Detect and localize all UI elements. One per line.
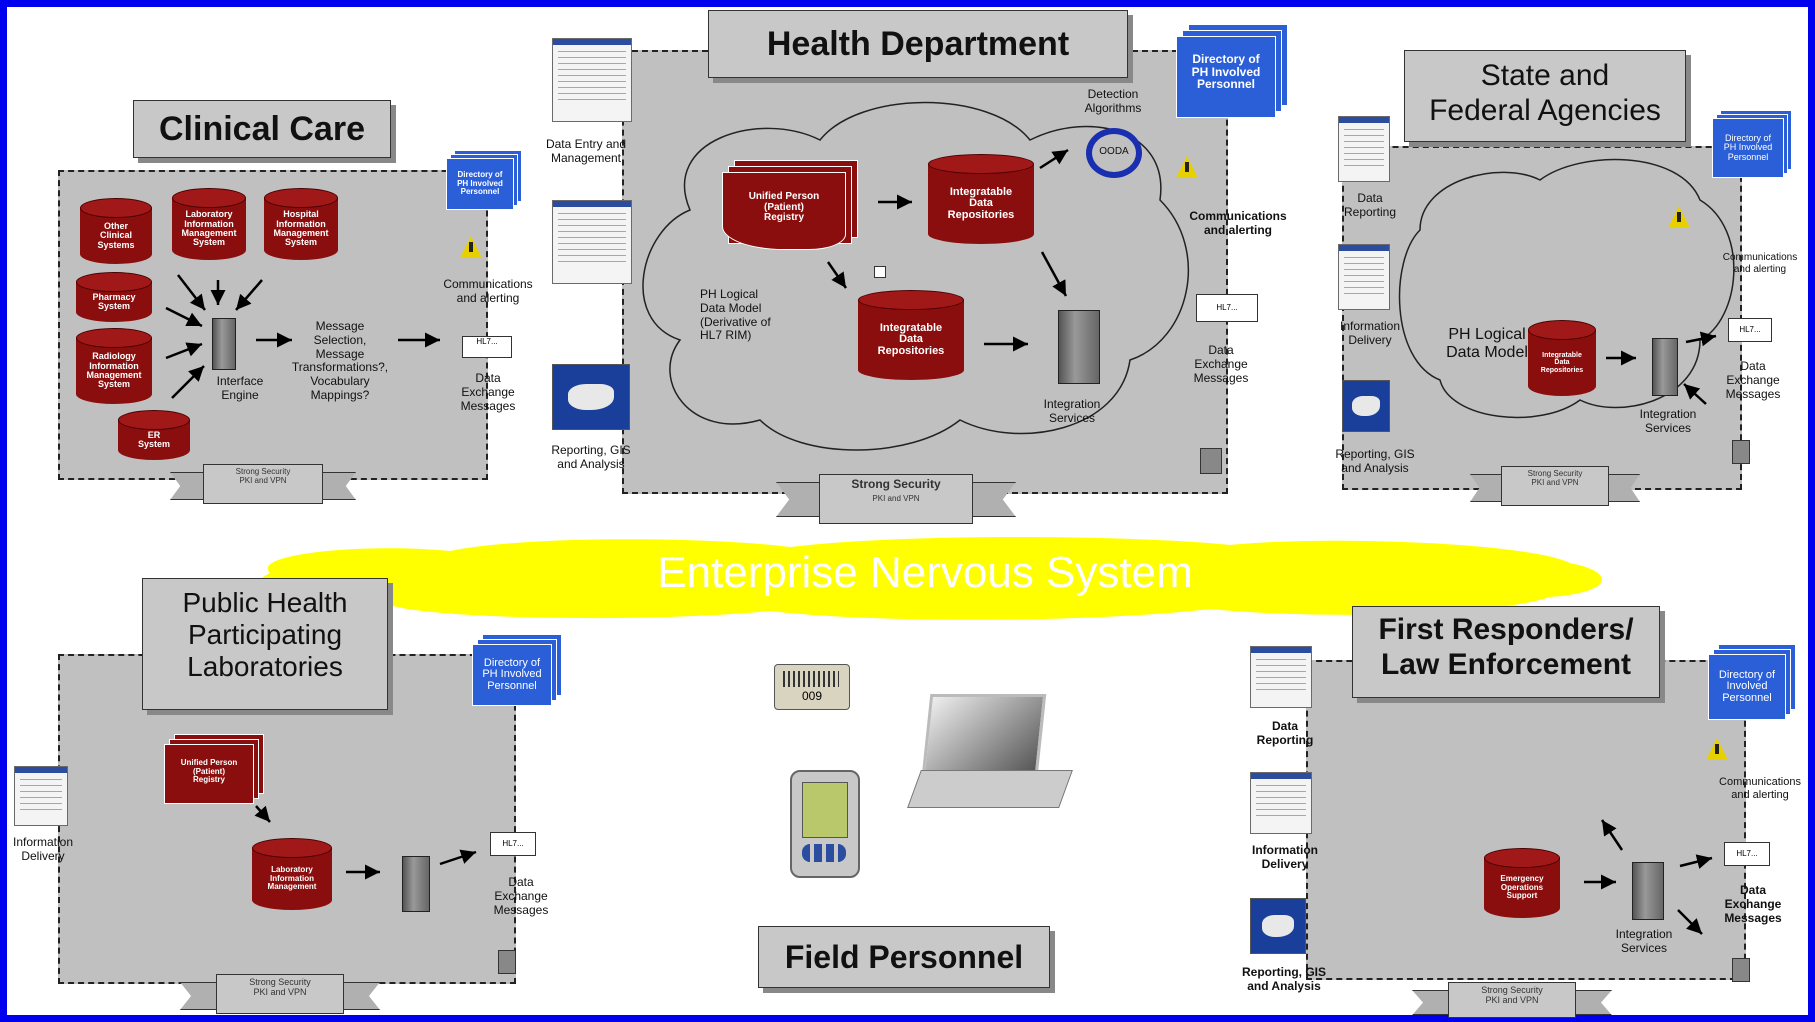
pager-display: 009 [801,689,823,703]
health-alert-icon [1176,156,1198,178]
public-info-delivery-label: Information Delivery [12,835,74,863]
field-personnel-title: Field Personnel [758,926,1050,988]
clinical-dem-label: Data Exchange Messages [460,371,516,413]
first-comms-label: Communications and alerting [1719,776,1801,801]
public-hl7-message: HL7... [490,832,536,856]
first-reporting-label: Reporting, GIS and Analysis [1242,965,1326,993]
health-department-title: Health Department [708,10,1128,78]
health-dem-label: Data Exchange Messages [1193,343,1249,385]
clinical-directory: Directory of PH Involved Personnel [446,150,526,212]
public-unified-person-registry: Unified Person (Patient) Registry [164,734,266,806]
health-comms-label: Communications and alerting [1189,209,1287,237]
health-department-panel [622,50,1228,494]
enterprise-nervous-system-cloud [257,537,1603,620]
state-directory: Directory of PH Involved Personnel [1712,110,1794,182]
public-health-title: Public Health Participating Laboratories [142,578,388,710]
database-pharmacy: Pharmacy System [76,272,152,322]
first-reporting-map [1250,898,1306,954]
health-idr-top: Integratable Data Repositories [928,154,1034,244]
public-integration-server [402,856,430,912]
ooda-cycle-icon [1086,128,1142,178]
first-directory: Directory of Involved Personnel [1708,644,1798,722]
health-idr-bottom: Integratable Data Repositories [858,290,964,380]
health-reporting-label: Reporting, GIS and Analysis [551,443,631,471]
first-emergency-ops: Emergency Operations Support [1484,848,1560,918]
data-entry-screenshot-2 [552,200,632,284]
state-info-delivery-screenshot [1338,244,1390,310]
public-speaker-icon [498,950,516,974]
health-hl7-message: HL7... [1196,294,1258,322]
health-integration-label: Integration Services [1043,397,1101,425]
public-lims: Laboratory Information Management [252,838,332,910]
public-directory: Directory of PH Involved Personnel [472,634,564,708]
detection-algorithms-label: Detection Algorithms [1084,87,1142,115]
state-idr: Integratable Data Repositories [1528,320,1596,396]
state-security-ribbon: Strong Security PKI and VPN [1470,466,1640,506]
state-alert-icon [1668,206,1690,228]
clinical-hl7-message: HL7... [462,336,512,358]
small-check-icon [874,266,886,278]
first-data-reporting-label: Data Reporting [1256,719,1314,747]
first-integration-label: Integration Services [1615,927,1673,955]
health-integration-server [1058,310,1100,384]
first-info-delivery-screenshot [1250,772,1312,834]
public-security-ribbon: Strong Security PKI and VPN [180,974,380,1014]
first-integration-server [1632,862,1664,920]
first-security-ribbon: Strong Security PKI and VPN [1412,982,1612,1018]
clinical-security-ribbon: Strong Security PKI and VPN [170,464,356,504]
health-directory: Directory of PH Involved Personnel [1176,24,1292,120]
database-radiology: Radiology Information Management System [76,328,152,404]
health-security-title: Strong Security [851,477,941,491]
database-other-clinical: Other Clinical Systems [80,198,152,264]
state-dem-label: Data Exchange Messages [1725,359,1781,401]
pda-device [790,770,860,878]
state-integration-label: Integration Services [1639,407,1697,435]
message-transform-label: Message Selection, Message Transformatio… [291,319,389,402]
first-responders-title: First Responders/ Law Enforcement [1352,606,1660,698]
state-reporting-label: Reporting, GIS and Analysis [1335,447,1415,475]
database-lims: Laboratory Information Management System [172,188,246,260]
state-federal-title: State and Federal Agencies [1404,50,1686,142]
state-speaker-icon [1732,440,1750,464]
clinical-alert-icon [460,236,482,258]
database-hospital: Hospital Information Management System [264,188,338,260]
state-hl7-message: HL7... [1728,318,1772,342]
health-security-sub: PKI and VPN [872,494,920,504]
health-speaker-icon [1200,448,1222,474]
unified-person-registry: Unified Person (Patient) Registry [722,160,862,252]
clinical-comms-label: Communications and alerting [443,277,533,305]
laptop-device [907,694,1073,814]
state-integration-server [1652,338,1678,396]
pager-device: 009 [774,664,850,710]
state-info-delivery-label: Information Delivery [1339,319,1401,347]
first-speaker-icon [1732,958,1750,982]
health-reporting-map [552,364,630,430]
first-alert-icon [1706,738,1728,760]
data-entry-label: Data Entry and Management [545,137,627,165]
first-data-reporting-screenshot [1250,646,1312,708]
state-reporting-map [1342,380,1390,432]
ooda-label: OODA [1099,146,1129,157]
first-dem-label: Data Exchange Messages [1724,883,1782,925]
clinical-care-title: Clinical Care [133,100,391,158]
public-info-delivery-screenshot [14,766,68,826]
ph-logical-data-model-label: PH Logical Data Model (Derivative of HL7… [700,287,771,343]
first-info-delivery-label: Information Delivery [1252,843,1318,871]
interface-engine-server [212,318,236,370]
state-comms-label: Communications and alerting [1722,252,1798,275]
data-entry-screenshot [552,38,632,122]
enterprise-nervous-system-label: Enterprise Nervous System [657,548,1193,597]
interface-engine-label: Interface Engine [216,374,264,402]
public-dem-label: Data Exchange Messages [493,875,549,917]
first-responders-panel [1306,660,1746,980]
first-hl7-message: HL7... [1724,842,1770,866]
database-er: ER System [118,410,190,460]
state-data-reporting-label: Data Reporting [1343,191,1397,219]
state-data-reporting-screenshot [1338,116,1390,182]
state-logical-label: PH Logical Data Model [1446,326,1528,362]
